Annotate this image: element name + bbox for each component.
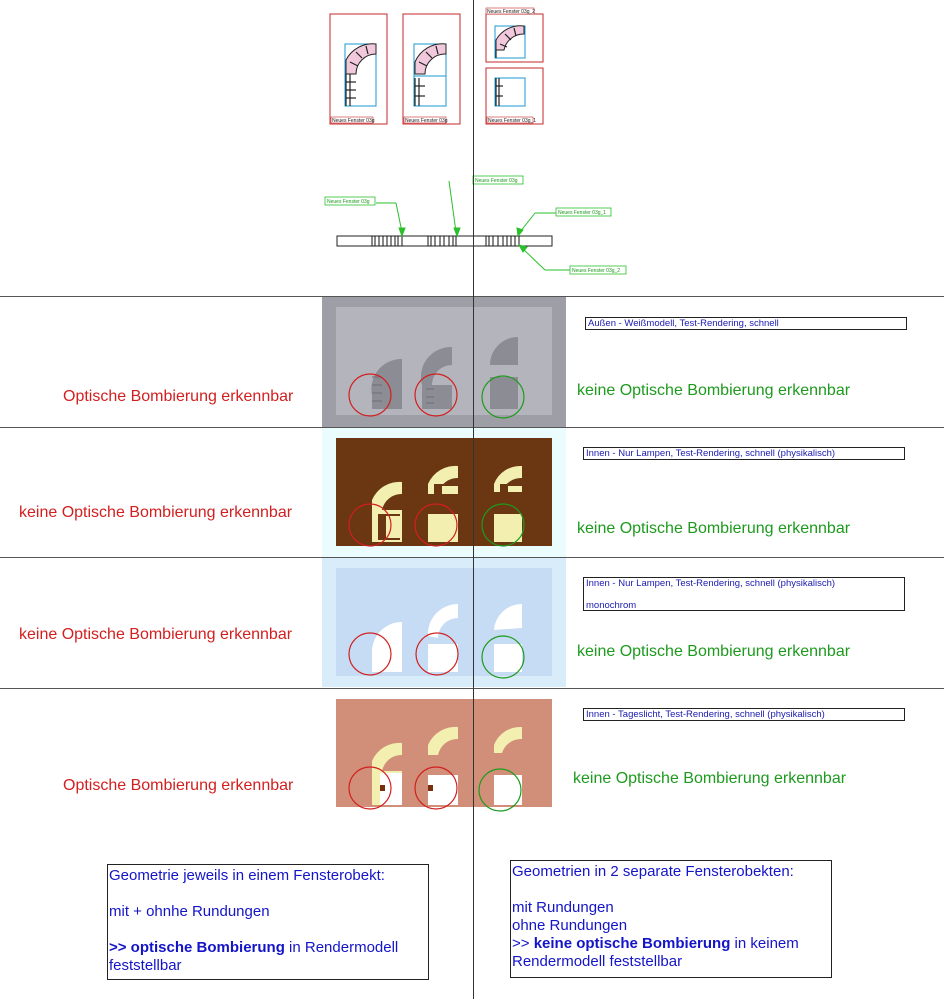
elevation-window-4: Neues Fenster 03g_1 (485, 67, 544, 125)
elevation-window-3: Neues Fenster 03g_2 (485, 7, 544, 63)
render-row-1 (322, 297, 566, 427)
plan-callout-4: Neues Fenster 03g_2 (572, 268, 620, 274)
row-1-left-text: Optische Bombierung erkennbar (63, 388, 294, 405)
row-divider-3 (0, 557, 944, 558)
plan-window-marks (371, 236, 520, 246)
row-1-scene-label: Außen - Weißmodell, Test-Rendering, schn… (585, 317, 907, 330)
row-2-right-text: keine Optische Bombierung erkennbar (577, 520, 851, 537)
row-divider-4 (0, 688, 944, 689)
plan-callout-1: Neues Fenster 03g (327, 199, 370, 205)
row-3-scene-label: Innen - Nur Lampen, Test-Rendering, schn… (583, 577, 905, 611)
row-3-left-text: keine Optische Bombierung erkennbar (19, 626, 293, 643)
render-row-4 (336, 699, 552, 812)
row-divider-1 (0, 296, 944, 297)
row-4-right-text: keine Optische Bombierung erkennbar (573, 770, 847, 787)
elevation-tag-4: Neues Fenster 03g_1 (488, 118, 536, 124)
row-1-right-text: keine Optische Bombierung erkennbar (577, 382, 851, 399)
plan-callout-2: Neues Fenster 03g (475, 178, 518, 184)
render-row-3 (322, 558, 566, 687)
elevation-tag-2: Neues Fenster 03g (405, 118, 448, 124)
plan-view: Neues Fenster 03g Neues Fenster 03g Neue… (324, 175, 627, 275)
center-divider (473, 0, 474, 999)
row-3-right-text: keine Optische Bombierung erkennbar (577, 643, 851, 660)
elevation-window-1: Neues Fenster 03g (329, 13, 388, 125)
row-divider-2 (0, 427, 944, 428)
right-summary-note: Geometrien in 2 separate Fensterobekten:… (510, 860, 832, 978)
left-summary-note: Geometrie jeweils in einem Fensterobekt:… (107, 864, 429, 980)
row-2-left-text: keine Optische Bombierung erkennbar (19, 504, 293, 521)
render-row-2 (322, 428, 566, 557)
elevation-tag-3: Neues Fenster 03g_2 (487, 9, 535, 15)
row-4-left-text: Optische Bombierung erkennbar (63, 777, 294, 794)
plan-callout-3: Neues Fenster 03g_1 (558, 210, 606, 216)
row-4-scene-label: Innen - Tageslicht, Test-Rendering, schn… (583, 708, 905, 721)
window-elevations: Neues Fenster 03g Neues Fenster 03g Neue… (329, 7, 544, 125)
row-2-scene-label: Innen - Nur Lampen, Test-Rendering, schn… (583, 447, 905, 460)
elevation-tag-1: Neues Fenster 03g (332, 118, 375, 124)
elevation-window-2: Neues Fenster 03g (402, 13, 461, 125)
